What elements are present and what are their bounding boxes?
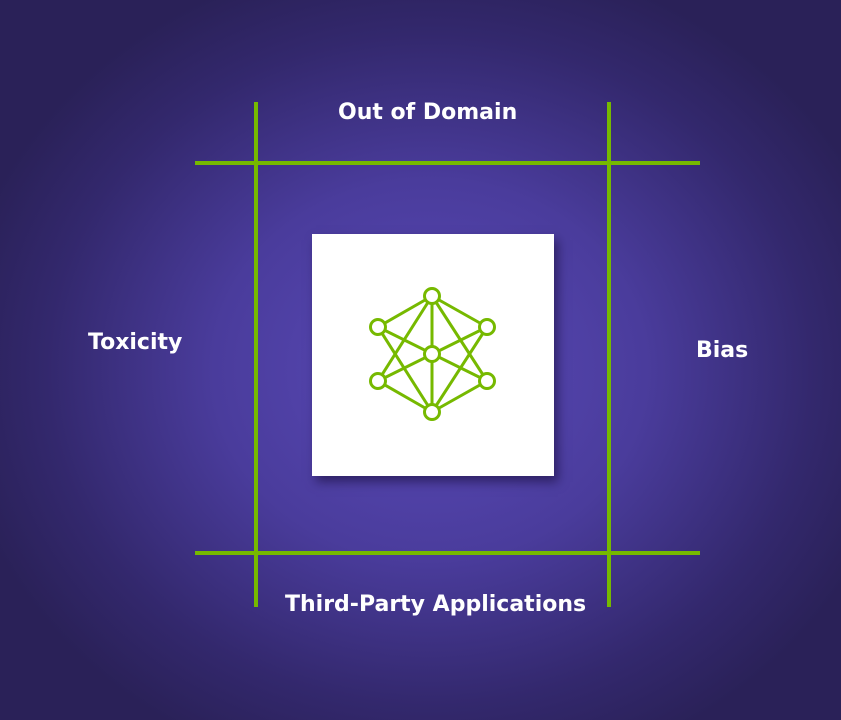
- label-out-of-domain: Out of Domain: [338, 100, 518, 125]
- label-toxicity: Toxicity: [88, 330, 183, 355]
- frame-line-top: [195, 161, 700, 165]
- neural-network-icon: [369, 287, 496, 421]
- frame-line-left: [254, 102, 258, 607]
- frame-line-bottom: [195, 551, 700, 555]
- label-third-party-applications: Third-Party Applications: [285, 592, 587, 617]
- model-card: [312, 234, 554, 476]
- label-bias: Bias: [696, 338, 749, 363]
- frame-line-right: [607, 102, 611, 607]
